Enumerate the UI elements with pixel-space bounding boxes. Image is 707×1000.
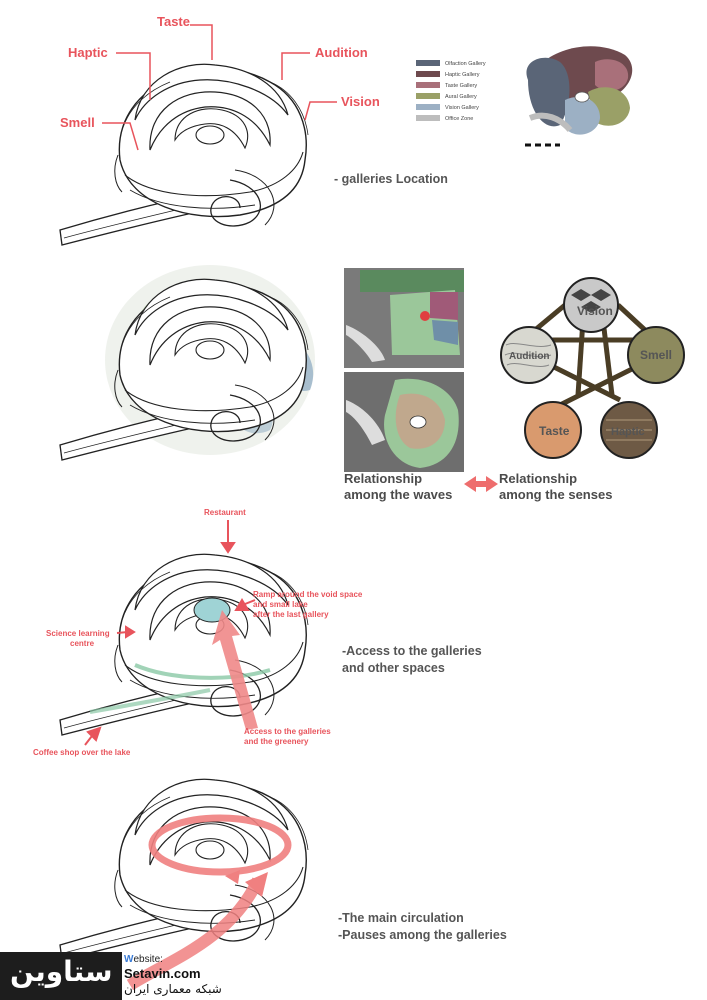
legend-swatch-office	[416, 115, 440, 121]
panel3-building-sketch	[59, 553, 309, 736]
access-arrow	[212, 610, 258, 730]
label-ramp-2: and small lake	[253, 600, 308, 609]
sense-circle-vision	[563, 277, 619, 333]
relationship-waves-line2: among the waves	[344, 487, 453, 502]
relationship-double-arrow	[464, 476, 498, 492]
watermark-website-label: Website:	[124, 954, 163, 965]
label-ramp-1: Ramp around the void space	[253, 590, 363, 599]
legend-label: Aural Gallery	[445, 94, 477, 100]
panel1-building-sketch	[59, 63, 309, 246]
caption-access-line1: -Access to the galleries	[342, 644, 482, 658]
legend-label: Taste Gallery	[445, 83, 477, 89]
watermark-url: Setavin.com	[124, 966, 201, 981]
panel2-building-sketch	[59, 265, 315, 461]
caption-circulation-line1: -The main circulation	[338, 911, 464, 925]
caption-access: -Access to the galleries and other space…	[342, 643, 482, 677]
legend-label: Haptic Gallery	[445, 72, 480, 78]
circle-label-haptic: Haptic	[611, 426, 645, 438]
sense-label-smell: Smell	[60, 115, 95, 130]
watermark-w-letter: W	[124, 954, 134, 965]
sense-label-taste: Taste	[157, 14, 190, 29]
label-access-1: Access to the galleries	[244, 727, 331, 736]
sense-label-audition: Audition	[315, 45, 368, 60]
sense-label-vision: Vision	[341, 94, 380, 109]
caption-access-line2: and other spaces	[342, 661, 445, 675]
gallery-location-plan	[525, 46, 633, 147]
sense-circle-taste	[524, 401, 582, 459]
legend-swatch-aural	[416, 93, 440, 99]
circle-label-audition: Audition	[509, 351, 550, 362]
watermark-logo-box	[0, 952, 122, 1000]
sense-circle-haptic	[600, 401, 658, 459]
legend-swatch-taste	[416, 82, 440, 88]
relationship-senses-line2: among the senses	[499, 487, 613, 502]
main-circulation-loop	[126, 814, 292, 991]
label-coffee-shop: Coffee shop over the lake	[33, 748, 131, 757]
panel1-leader-lines	[102, 24, 337, 151]
sense-label-haptic: Haptic	[68, 45, 108, 60]
sense-circle-audition	[500, 326, 558, 384]
relationship-senses-line1: Relationship	[499, 471, 578, 486]
watermark-logo: ستاوین	[10, 955, 113, 988]
caption-circulation-line2: -Pauses among the galleries	[338, 928, 507, 942]
gallery-legend: Olfaction Gallery Haptic Gallery Taste G…	[416, 60, 486, 122]
label-ramp-3: after the last gallery	[253, 610, 329, 619]
waves-plan-top	[344, 268, 464, 368]
caption-galleries-location: - galleries Location	[334, 172, 448, 186]
senses-relationship-arrows	[533, 303, 647, 408]
circle-label-smell: Smell	[640, 348, 672, 362]
label-access-2: and the greenery	[244, 737, 309, 746]
relationship-waves: Relationship among the waves	[344, 471, 452, 503]
legend-label: Olfaction Gallery	[445, 61, 486, 67]
legend-swatch-vision	[416, 104, 440, 110]
caption-circulation: -The main circulation -Pauses among the …	[338, 910, 507, 944]
relationship-waves-line1: Relationship	[344, 471, 423, 486]
legend-label: Office Zone	[445, 116, 473, 122]
waves-plan-bottom	[344, 372, 464, 472]
watermark-subtitle: شبکه معماری ایران	[124, 982, 222, 996]
relationship-senses: Relationship among the senses	[499, 471, 612, 503]
legend-swatch-olfaction	[416, 60, 440, 66]
legend-swatch-haptic	[416, 71, 440, 77]
legend-label: Vision Gallery	[445, 105, 479, 111]
watermark-website-rest: ebsite:	[133, 954, 163, 965]
label-restaurant: Restaurant	[204, 508, 246, 517]
label-science-1: Science learning	[46, 629, 110, 638]
sense-circle-smell	[627, 326, 685, 384]
circle-label-taste: Taste	[539, 424, 570, 438]
label-science-2: centre	[70, 639, 95, 648]
panel3-annotation-arrows	[84, 520, 256, 746]
circle-label-vision: Vision	[577, 304, 613, 318]
